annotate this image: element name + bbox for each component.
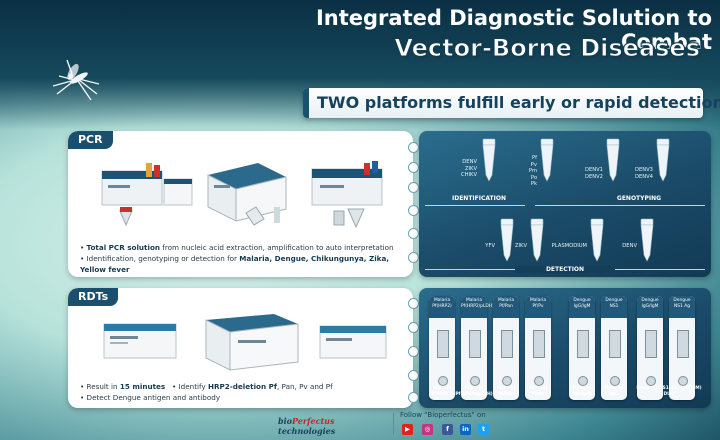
rdt-panel: RDTs • Result in 15 minutes • Identify H…: [68, 288, 413, 408]
pcr-kit-box-left: [101, 163, 193, 227]
pcr-kit-images: [101, 161, 383, 229]
rdt-bullets: • Result in 15 minutes • Identify HRP2-d…: [80, 381, 410, 403]
cassette-label: Dengue NS1: [604, 386, 624, 397]
rdt-cassettes-panel: Malaria Pf(HRP2) Malaria Pf(HRP2/pLDH) M…: [419, 288, 711, 408]
pcr-tag: PCR: [68, 131, 113, 149]
rdt-cassette: Dengue NS1 Ag: [669, 296, 695, 400]
detection-target-zikv: ZIKV: [514, 243, 527, 249]
rdt-kit-box-left: [103, 323, 177, 359]
rdt-cassette: Malaria Pf(HRP2/pLDH): [461, 296, 494, 400]
cassette-label: Dengue (NS1 Ag+IgG/IgM) DUO: [636, 386, 702, 397]
footer-divider: [393, 413, 394, 435]
pcr-kit-box-right: [311, 161, 383, 229]
pcr-tubes: [482, 138, 670, 262]
rdt-kit-box-right: [319, 325, 387, 359]
youtube-icon[interactable]: ▶: [402, 424, 413, 435]
detection-target-denv: DENV: [622, 243, 637, 249]
page-title-line2: Vector-Borne Diseases: [394, 34, 701, 63]
mosquito-icon: [52, 59, 100, 101]
twitter-icon[interactable]: t: [478, 424, 489, 435]
pcr-bullets: • Total PCR solution from nucleic acid e…: [80, 242, 410, 275]
identification-label: IDENTIFICATION: [451, 195, 507, 202]
instagram-icon[interactable]: ◎: [422, 424, 433, 435]
pcr-bullet-2: • Identification, genotyping or detectio…: [80, 254, 390, 274]
follow-text: Follow "Bioperfectus" on: [400, 411, 486, 419]
rdt-cassette: Dengue IgG/IgM: [569, 296, 595, 400]
facebook-icon[interactable]: f: [442, 424, 453, 435]
detection-label: DETECTION: [515, 266, 615, 273]
detection-target-plasmodium: PLASMODIUM: [551, 243, 587, 249]
linkedin-icon[interactable]: in: [460, 424, 471, 435]
rdt-cassette: Dengue IgG/IgM: [637, 296, 663, 400]
cassette-label: Malaria Pf/Pan: [496, 386, 516, 397]
pcr-bullet-1: • Total PCR solution from nucleic acid e…: [80, 243, 394, 252]
rdt-kit-box-center: [205, 314, 299, 371]
rdt-kit-images: [103, 314, 387, 371]
bioperfectus-logo: bioPerfectus technologies: [278, 416, 336, 436]
plasmodium-species: Pf Pv Pm Po Pk: [528, 155, 537, 187]
identification-targets: DENV ZIKV CHIKV: [460, 159, 477, 178]
rdt-cassette: Malaria Pf/Pv: [525, 296, 551, 400]
detection-target-yfv: YFV: [485, 243, 495, 249]
rdt-cassette: Malaria Pf/Pan: [493, 296, 519, 400]
denv-genotypes-2: DENV3 DENV4: [634, 167, 653, 180]
cassette-label: Malaria Pf(HRP2): [430, 386, 454, 397]
cassette-label: Malaria Pf/Pv: [528, 386, 548, 397]
rdt-cassette: Dengue NS1: [601, 296, 627, 400]
rdt-bullet-1: • Result in 15 minutes • Identify HRP2-d…: [80, 382, 333, 391]
rdt-tag: RDTs: [68, 288, 119, 306]
pcr-panel: PCR: [68, 131, 413, 277]
genotyping-label: GENOTYPING: [616, 195, 662, 202]
cassette-label: Dengue IgG/IgM: [572, 386, 592, 397]
rdt-cassette: Malaria Pf(HRP2): [429, 296, 455, 400]
pcr-targets-panel: DENV ZIKV CHIKV Pf Pv Pm Po Pk DENV1 DEN…: [419, 131, 711, 277]
rdt-bullet-2: • Detect Dengue antigen and antibody: [80, 393, 221, 402]
cassette-label: Malaria Pf(HRP2/pLDH): [455, 386, 493, 397]
page-title-line1: Integrated Diagnostic Solution to Combat: [315, 6, 712, 54]
banner-text: TWO platforms fulfill early or rapid det…: [317, 93, 720, 112]
denv-genotypes-1: DENV1 DENV2: [584, 167, 603, 180]
platforms-banner: TWO platforms fulfill early or rapid det…: [303, 88, 720, 118]
pcr-kit-box-center: [207, 163, 287, 226]
